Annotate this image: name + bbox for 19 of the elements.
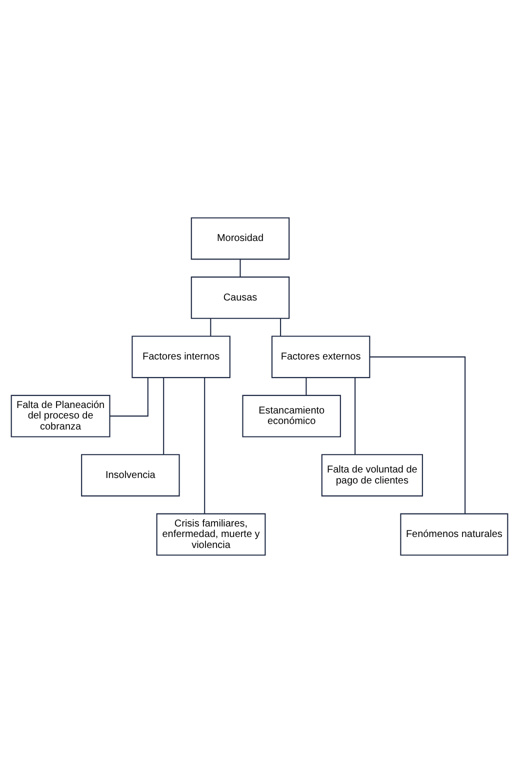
node-box: Fenómenos naturales [400,512,508,556]
connector [354,377,356,454]
connector [110,377,148,416]
connector [306,377,307,395]
node-box: Estancamiento económico [242,394,341,437]
connector [370,356,466,514]
connector [240,258,241,276]
node-box: Insolvencia [81,454,180,496]
node-box: Falta de Planeación del proceso de cobranza [10,394,110,437]
node-box: Factores externos [271,335,370,378]
node-box: Crisis familiares, enfermedad, muerte y violencia [156,512,266,556]
node-box: Factores internos [132,335,230,378]
connector [204,377,206,514]
connector [280,318,282,336]
connector [210,318,212,336]
node-box: Causas [190,276,290,318]
node-box: Morosidad [190,216,290,260]
connector [163,377,164,454]
node-box: Falta de voluntad de pago de clientes [321,454,423,496]
